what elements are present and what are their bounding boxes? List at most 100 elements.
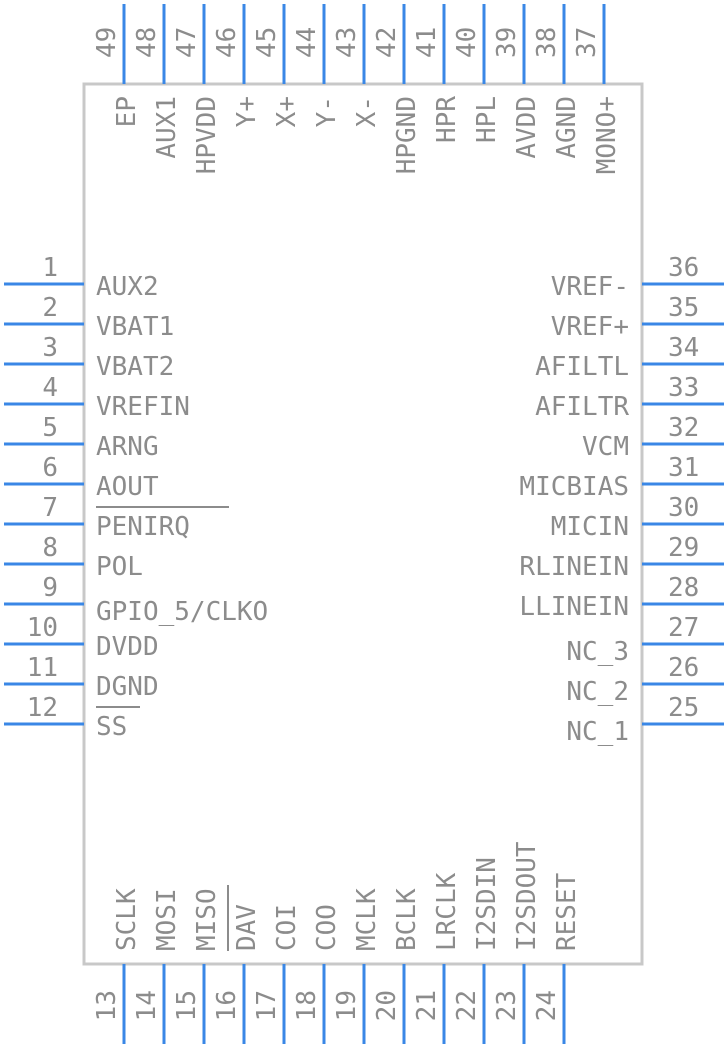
- pin-28-number: 28: [668, 573, 699, 603]
- pin-5-number: 5: [42, 413, 58, 443]
- pin-24-label: RESET: [552, 872, 582, 951]
- pin-29-number: 29: [668, 533, 699, 563]
- pin-25-label: NC_1: [566, 717, 629, 747]
- pin-19-number: 19: [332, 990, 362, 1021]
- pin-18-number: 18: [292, 990, 322, 1021]
- pin-44-label: Y-: [312, 96, 342, 127]
- pin-5-label: ARNG: [96, 432, 159, 462]
- pin-23-number: 23: [492, 990, 522, 1021]
- pin-4-number: 4: [42, 373, 58, 403]
- pin-26-number: 26: [668, 653, 699, 683]
- pin-11-label: DGND: [96, 672, 159, 702]
- pin-32-number: 32: [668, 413, 699, 443]
- pin-23-label: I2SDOUT: [512, 841, 542, 951]
- pin-14-number: 14: [132, 990, 162, 1021]
- pin-29-label: RLINEIN: [519, 552, 629, 582]
- pin-33-number: 33: [668, 373, 699, 403]
- bottom-pin-group: 13 SCLK 14 MOSI 15 MISO 16 DAV 17 COI 18…: [92, 841, 582, 1044]
- pin-15-label: MISO: [192, 888, 222, 951]
- pin-2-label: VBAT1: [96, 312, 174, 342]
- pin-43-number: 43: [332, 27, 362, 58]
- pin-45-label: X+: [272, 96, 302, 127]
- pin-46-label: Y+: [232, 96, 262, 127]
- pin-17-number: 17: [252, 990, 282, 1021]
- pin-44-number: 44: [292, 27, 322, 58]
- pin-32-label: VCM: [582, 432, 629, 462]
- pin-46-number: 46: [212, 27, 242, 58]
- pin-3-label: VBAT2: [96, 352, 174, 382]
- pin-4-label: VREFIN: [96, 392, 190, 422]
- pin-14-label: MOSI: [152, 888, 182, 951]
- pin-3-number: 3: [42, 333, 58, 363]
- pin-13-number: 13: [92, 990, 122, 1021]
- pin-31-label: MICBIAS: [519, 472, 629, 502]
- pin-9-number: 9: [42, 573, 58, 603]
- pin-13-label: SCLK: [112, 888, 142, 951]
- pin-34-label: AFILTL: [535, 352, 629, 382]
- pin-6-number: 6: [42, 453, 58, 483]
- pin-48-label: AUX1: [152, 96, 182, 159]
- pin-42-number: 42: [372, 27, 402, 58]
- pin-8-label: POL: [96, 552, 143, 582]
- pin-41-number: 41: [412, 27, 442, 58]
- ic-body: [82, 82, 644, 966]
- pin-40-label: HPL: [472, 96, 502, 143]
- top-pin-group: 49 EP 48 AUX1 47 HPVDD 46 Y+ 45 X+ 44 Y-…: [92, 4, 622, 174]
- pin-21-label: LRCLK: [432, 872, 462, 951]
- pin-10-label: DVDD: [96, 632, 159, 662]
- pin-48-number: 48: [132, 27, 162, 58]
- pin-26-label: NC_2: [566, 677, 629, 707]
- pin-27-label: NC_3: [566, 637, 629, 667]
- pin-12-label: SS: [96, 712, 127, 742]
- pin-8-number: 8: [42, 533, 58, 563]
- pin-43-label: X-: [352, 96, 382, 127]
- pin-17-label: COI: [272, 904, 302, 951]
- pin-49-number: 49: [92, 27, 122, 58]
- pin-37-label: MONO+: [592, 96, 622, 174]
- pin-40-number: 40: [452, 27, 482, 58]
- pin-47-number: 47: [172, 27, 202, 58]
- pin-24-number: 24: [532, 990, 562, 1021]
- pin-1-number: 1: [42, 253, 58, 283]
- pin-28-label: LLINEIN: [519, 592, 629, 622]
- pin-35-number: 35: [668, 293, 699, 323]
- pin-25-number: 25: [668, 693, 699, 723]
- pin-20-label: BCLK: [392, 888, 422, 951]
- pin-11-number: 11: [27, 653, 58, 683]
- pin-49-label: EP: [112, 96, 142, 127]
- pin-21-number: 21: [412, 990, 442, 1021]
- pin-16-number: 16: [212, 990, 242, 1021]
- pin-12-number: 12: [27, 693, 58, 723]
- pin-38-number: 38: [532, 27, 562, 58]
- left-pin-group: 1 AUX2 2 VBAT1 3 VBAT2 4 VREFIN 5 ARNG 6…: [4, 253, 268, 742]
- pin-20-number: 20: [372, 990, 402, 1021]
- pin-37-number: 37: [572, 27, 602, 58]
- pin-41-label: HPR: [432, 96, 462, 143]
- pin-16-label: DAV: [232, 904, 262, 951]
- pin-1-label: AUX2: [96, 272, 159, 302]
- pin-42-label: HPGND: [392, 96, 422, 174]
- pin-33-label: AFILTR: [535, 392, 629, 422]
- pin-10-number: 10: [27, 613, 58, 643]
- pin-27-number: 27: [668, 613, 699, 643]
- pin-30-label: MICIN: [551, 512, 629, 542]
- pin-7-number: 7: [42, 493, 58, 523]
- pin-39-number: 39: [492, 27, 522, 58]
- pin-38-label: AGND: [552, 96, 582, 159]
- pin-39-label: AVDD: [512, 96, 542, 159]
- pin-47-label: HPVDD: [192, 96, 222, 174]
- pin-36-number: 36: [668, 253, 699, 283]
- pin-35-label: VREF+: [551, 312, 629, 342]
- pin-45-number: 45: [252, 27, 282, 58]
- right-pin-group: 36 VREF- 35 VREF+ 34 AFILTL 33 AFILTR 32…: [519, 253, 724, 747]
- pin-22-number: 22: [452, 990, 482, 1021]
- pin-19-label: MCLK: [352, 888, 382, 951]
- pin-36-label: VREF-: [551, 272, 629, 302]
- pin-30-number: 30: [668, 493, 699, 523]
- pin-6-label: AOUT: [96, 472, 159, 502]
- pin-18-label: COO: [312, 904, 342, 951]
- pin-7-label: PENIRQ: [96, 512, 190, 542]
- pin-22-label: I2SDIN: [472, 857, 502, 951]
- pin-31-number: 31: [668, 453, 699, 483]
